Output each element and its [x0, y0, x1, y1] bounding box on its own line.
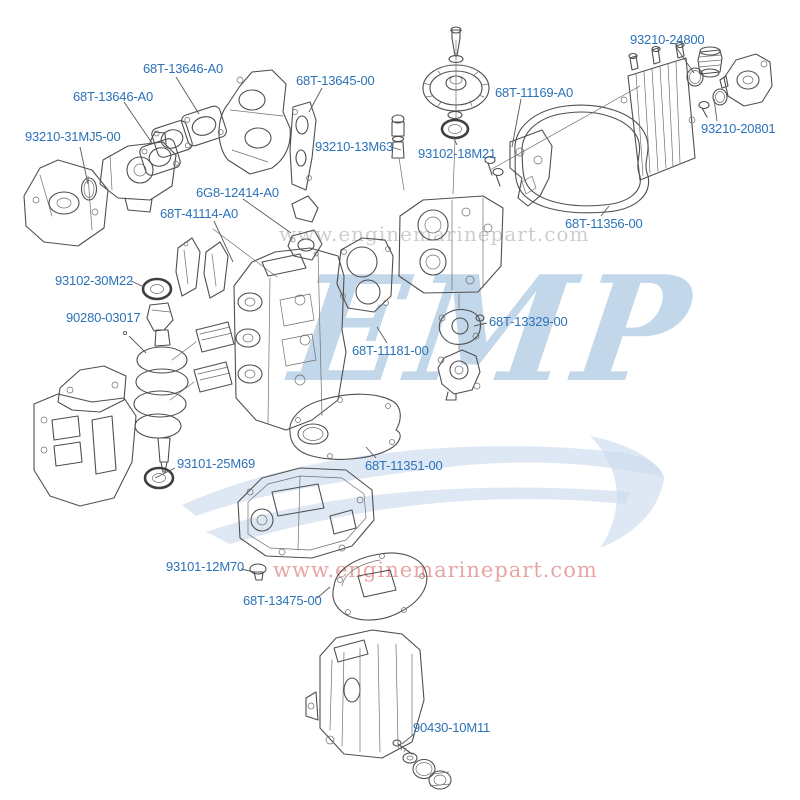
pilot-gasket-12414-drawing	[287, 195, 323, 261]
url-watermark-top: www.enginemarinepart.com	[279, 222, 589, 246]
thermostat-13329-drawing	[438, 293, 485, 345]
crankcase-cover-gasket-11356-drawing	[514, 104, 650, 214]
boat-swoosh-graphic	[182, 436, 664, 548]
lower-mount-housing-drawing	[23, 159, 109, 247]
carburetor-drawing	[99, 131, 177, 213]
water-pressure-valve-drawing	[437, 343, 481, 401]
flywheel-assembly-drawing	[422, 26, 490, 195]
lower-housing-drawing	[305, 629, 425, 759]
cover-bolt-drawing	[698, 100, 710, 118]
exhaust-cover-drawing	[620, 41, 696, 181]
thermostat-cover-drawing	[719, 53, 773, 107]
mount-bracket-11169-drawing	[484, 129, 553, 207]
cylinder-block-drawing	[233, 247, 347, 431]
reed-valve-plates-drawing	[175, 237, 229, 299]
oring-24800-drawing	[686, 67, 704, 87]
cylinder-head-drawing	[398, 195, 504, 294]
drain-plug-parts-drawing	[392, 739, 452, 790]
watermark-layer: EMP www.enginemarinepart.com www.enginem…	[182, 222, 705, 582]
oring-20801-drawing	[712, 88, 728, 106]
choke-solenoid-drawing	[391, 114, 405, 191]
manifold-gasket-11351-drawing	[289, 393, 401, 460]
oil-seal-plug-12m70-drawing	[249, 563, 267, 581]
crankshaft-assembly-drawing	[133, 277, 235, 490]
pan-gasket-13475-drawing	[332, 552, 428, 621]
head-gasket-11181-drawing	[336, 237, 394, 313]
carb-spacer-gasket-drawing	[181, 105, 227, 147]
oring-31mj5-drawing	[80, 177, 98, 201]
carb-gasket-1-drawing	[139, 138, 181, 176]
inner-plate-gasket-13645-drawing	[289, 101, 317, 191]
exhaust-guide-cluster-drawing	[33, 365, 137, 507]
assembly-guide-lines	[212, 85, 641, 278]
emp-logo-watermark: EMP	[279, 245, 705, 415]
oil-pan-drawing	[237, 467, 375, 559]
intake-manifold-drawing	[218, 69, 291, 175]
url-watermark-bottom: www.enginemarinepart.com	[273, 558, 598, 582]
leader-lines	[79, 46, 718, 745]
parts-layer	[23, 26, 773, 790]
